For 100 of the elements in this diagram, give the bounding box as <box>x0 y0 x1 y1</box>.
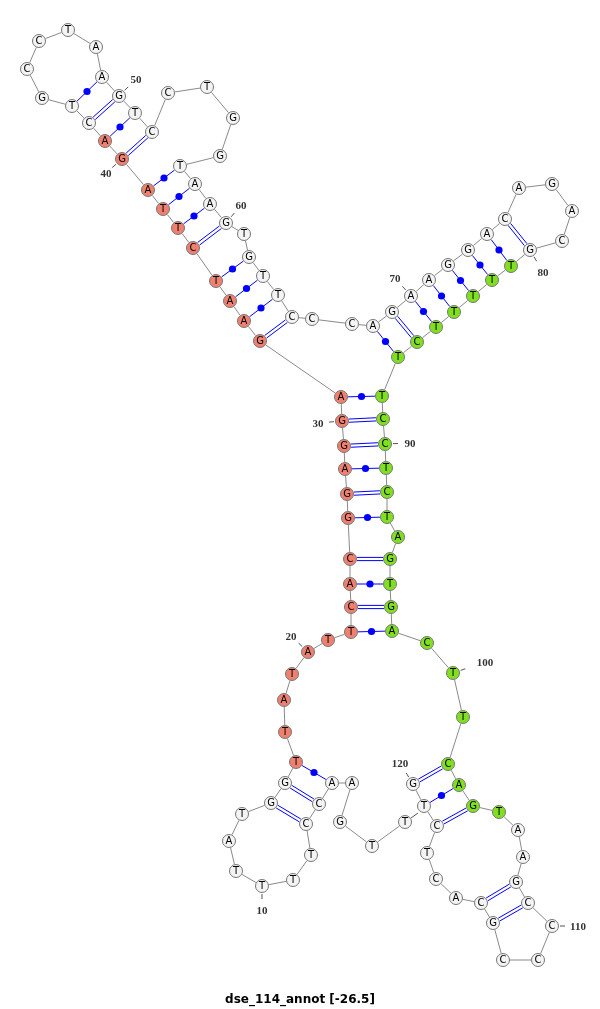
base-pair-line <box>249 298 273 318</box>
backbone-line <box>509 959 532 961</box>
backbone-line <box>349 590 352 601</box>
position-number: 120 <box>391 757 409 769</box>
backbone-line <box>415 789 422 801</box>
backbone-line <box>265 344 336 394</box>
backbone-line <box>377 825 400 843</box>
nucleotide: C <box>441 757 455 771</box>
position-number: 50 <box>130 73 142 85</box>
backbone-line <box>343 452 346 463</box>
backbone-line <box>196 253 213 276</box>
backbone-line <box>214 208 222 219</box>
nucleotide: C <box>496 953 510 967</box>
backbone-line <box>422 330 431 339</box>
backbone-line <box>434 268 443 277</box>
nucleotide: G <box>406 777 420 791</box>
backbone-line <box>198 189 207 199</box>
nucleotide: G <box>115 152 129 166</box>
backbone-line <box>45 31 62 39</box>
backbone-line <box>219 286 227 296</box>
backbone-line <box>29 74 40 93</box>
backbone-line <box>507 193 517 214</box>
backbone-line <box>428 832 436 847</box>
nucleotide: C <box>305 312 319 326</box>
backbone-line <box>385 474 388 486</box>
backbone-line <box>166 214 175 223</box>
nucleotide: T <box>504 259 518 273</box>
position-number: 10 <box>256 904 268 916</box>
backbone-line <box>174 87 201 93</box>
position-number: 60 <box>235 199 247 211</box>
nucleotide: C <box>344 600 358 614</box>
nucleotide: T <box>156 202 170 216</box>
backbone-line <box>211 91 229 114</box>
backbone-line <box>247 325 257 337</box>
nucleotide: A <box>565 204 579 218</box>
backbone-line <box>309 809 316 819</box>
backbone-line <box>454 679 462 711</box>
backbone-line <box>350 613 352 626</box>
nucleotide: T <box>65 99 79 113</box>
backbone-line <box>285 680 291 694</box>
nucleotide: T <box>256 269 270 283</box>
nucleotide: T <box>417 799 431 813</box>
nucleotide: C <box>82 116 96 130</box>
nucleotide: T <box>379 461 393 475</box>
backbone-line <box>381 402 384 413</box>
backbone-line <box>515 254 526 262</box>
base-pair-line <box>417 765 444 783</box>
backbone-line <box>340 403 343 415</box>
backbone-line <box>306 830 311 849</box>
nucleotide: A <box>511 823 525 837</box>
base-pair-line <box>356 556 384 562</box>
nucleotide: A <box>89 40 103 54</box>
base-pair-line <box>356 583 384 585</box>
backbone-line <box>231 226 239 231</box>
nucleotide: A <box>345 776 359 790</box>
backbone-line <box>477 284 488 292</box>
position-number: 110 <box>570 920 586 932</box>
nucleotide: T <box>255 879 269 893</box>
nucleotide: A <box>188 177 202 191</box>
position-number: 90 <box>404 437 416 449</box>
base-pair-line <box>350 442 379 448</box>
nucleotide: A <box>237 314 251 328</box>
nucleotide: G <box>219 216 233 230</box>
base-pair-line <box>235 279 258 298</box>
backbone-line <box>536 242 556 249</box>
nucleotide: T <box>446 666 460 680</box>
nucleotide: G <box>523 243 537 257</box>
backbone-line <box>449 723 462 758</box>
nucleotide: A <box>141 183 155 197</box>
nucleotide: T <box>286 873 300 887</box>
backbone-line <box>349 565 351 578</box>
nucleotide: T <box>447 305 461 319</box>
backbone-line <box>109 145 118 155</box>
nucleotide: C <box>299 817 313 831</box>
backbone-line <box>298 317 306 319</box>
nucleotide: G <box>213 149 227 163</box>
backbone-line <box>296 860 308 875</box>
nucleotide: C <box>498 212 512 226</box>
base-pair-line <box>92 99 116 120</box>
backbone-line <box>431 647 449 669</box>
backbone-line <box>396 300 407 308</box>
nucleotide: T <box>171 221 185 235</box>
base-pair-line <box>76 81 98 102</box>
backbone-line <box>555 189 569 206</box>
nucleotide: T <box>235 807 249 821</box>
nucleotide: C <box>285 310 299 324</box>
backbone-line <box>384 363 396 390</box>
nucleotide: C <box>555 234 569 248</box>
nucleotide: T <box>278 725 292 739</box>
base-pair-line <box>264 319 288 339</box>
backbone-line <box>398 632 421 642</box>
backbone-line <box>345 475 347 488</box>
backbone-line <box>286 738 295 756</box>
nucleotide: T <box>375 389 389 403</box>
backbone-line <box>341 789 351 816</box>
nucleotide: G <box>441 258 455 272</box>
nucleotide: T <box>128 106 142 120</box>
backbone-line <box>389 522 396 532</box>
base-pair-line <box>183 207 205 225</box>
nucleotide: C <box>32 34 46 48</box>
